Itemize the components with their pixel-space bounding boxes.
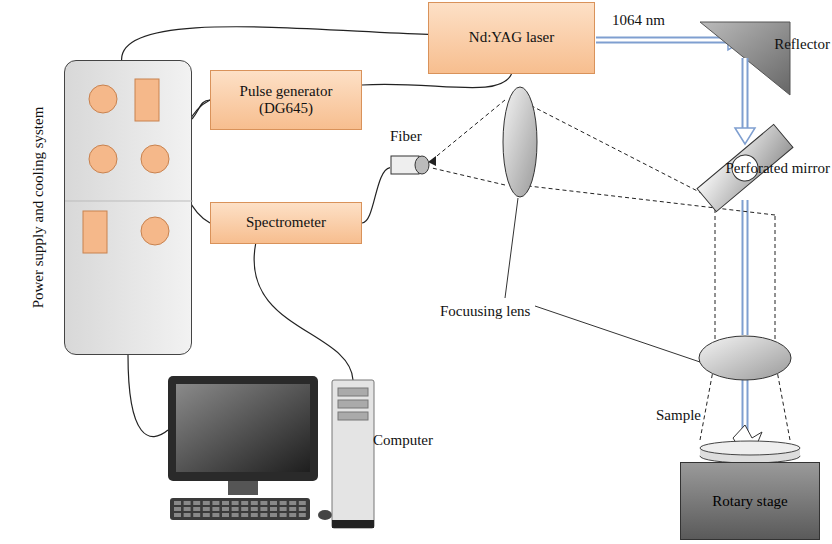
- node-label: Power supply and cooling system: [31, 106, 48, 308]
- cable: [362, 74, 512, 88]
- wavelength-label: 1064 nm: [612, 12, 665, 29]
- fiber: Fiber: [390, 152, 432, 178]
- cable: [122, 27, 428, 60]
- computer: Computer: [160, 370, 410, 540]
- reflector-label: Reflector: [774, 36, 830, 53]
- cable: [128, 355, 168, 437]
- cable: [362, 168, 390, 223]
- spectrometer-box: Spectrometer: [210, 202, 362, 244]
- node-label: Fiber: [390, 128, 422, 145]
- laser-box: Nd:YAG laser: [428, 2, 595, 74]
- node-label: Nd:YAG laser: [469, 29, 554, 46]
- sample-label: Sample: [656, 407, 701, 424]
- mirror-label: Perforated mirror: [725, 160, 830, 177]
- node-label: Spectrometer: [246, 214, 326, 231]
- cable: [192, 100, 210, 119]
- node-label: Rotary stage: [712, 493, 787, 510]
- cable: [254, 244, 353, 380]
- lens-label: Focuusing lens: [440, 303, 530, 320]
- rotary-stage: Rotary stage: [680, 462, 820, 540]
- pulse-generator-box: Pulse generator (DG645): [210, 70, 362, 130]
- power-panel: Power supply and cooling system: [64, 60, 192, 355]
- node-label: Computer: [373, 432, 433, 449]
- node-label: Pulse generator (DG645): [215, 83, 357, 118]
